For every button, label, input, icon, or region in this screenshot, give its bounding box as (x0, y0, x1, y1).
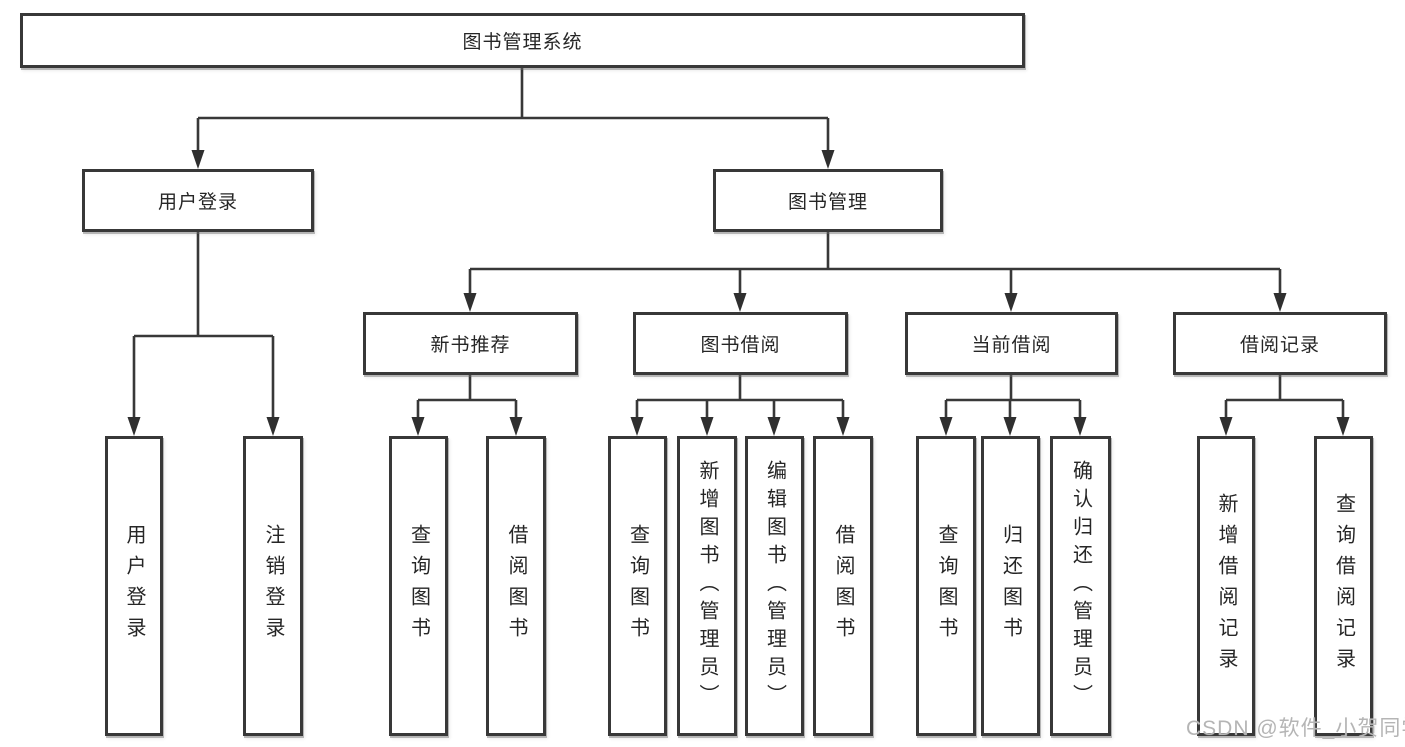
leaf-edit-book-admin: 编辑图书（管理员） (745, 436, 804, 736)
leaf-label: 查询借阅记录 (1332, 493, 1355, 679)
leaf-label: 用户登录 (123, 524, 145, 648)
leaf-query-book-3: 查询图书 (916, 436, 976, 736)
node-book-borrowing: 图书借阅 (633, 312, 848, 375)
leaf-label: 注销登录 (262, 524, 284, 648)
leaf-query-book-2: 查询图书 (608, 436, 667, 736)
node-book-management: 图书管理 (713, 169, 943, 232)
leaf-user-login: 用户登录 (105, 436, 163, 736)
leaf-query-borrow-record: 查询借阅记录 (1314, 436, 1373, 736)
node-borrowing-records: 借阅记录 (1173, 312, 1387, 375)
leaf-label: 确认归还（管理员） (1069, 460, 1092, 712)
leaf-query-book-1: 查询图书 (389, 436, 448, 736)
leaf-label: 查询图书 (935, 524, 957, 648)
node-user-login: 用户登录 (82, 169, 314, 232)
leaf-borrow-book-1: 借阅图书 (486, 436, 546, 736)
leaf-return-book: 归还图书 (981, 436, 1040, 736)
arrowheads (127, 150, 1350, 436)
node-root: 图书管理系统 (20, 13, 1025, 68)
leaf-label: 编辑图书（管理员） (763, 460, 786, 712)
leaf-logout: 注销登录 (243, 436, 303, 736)
node-current-borrowing: 当前借阅 (905, 312, 1118, 375)
leaf-borrow-book-2: 借阅图书 (813, 436, 873, 736)
leaf-label: 查询图书 (407, 524, 430, 648)
leaf-label: 归还图书 (999, 524, 1022, 648)
leaf-confirm-return-admin: 确认归还（管理员） (1050, 436, 1111, 736)
leaf-add-borrow-record: 新增借阅记录 (1197, 436, 1255, 736)
csdn-watermark: CSDN @软件_小贺同学 (1186, 717, 1405, 740)
leaf-label: 新增图书（管理员） (696, 460, 718, 712)
leaf-label: 借阅图书 (832, 524, 854, 648)
leaf-add-book-admin: 新增图书（管理员） (677, 436, 737, 736)
leaf-label: 查询图书 (626, 524, 649, 648)
leaf-label: 新增借阅记录 (1215, 493, 1237, 679)
leaf-label: 借阅图书 (505, 524, 527, 648)
node-new-book-recommendation: 新书推荐 (363, 312, 578, 375)
